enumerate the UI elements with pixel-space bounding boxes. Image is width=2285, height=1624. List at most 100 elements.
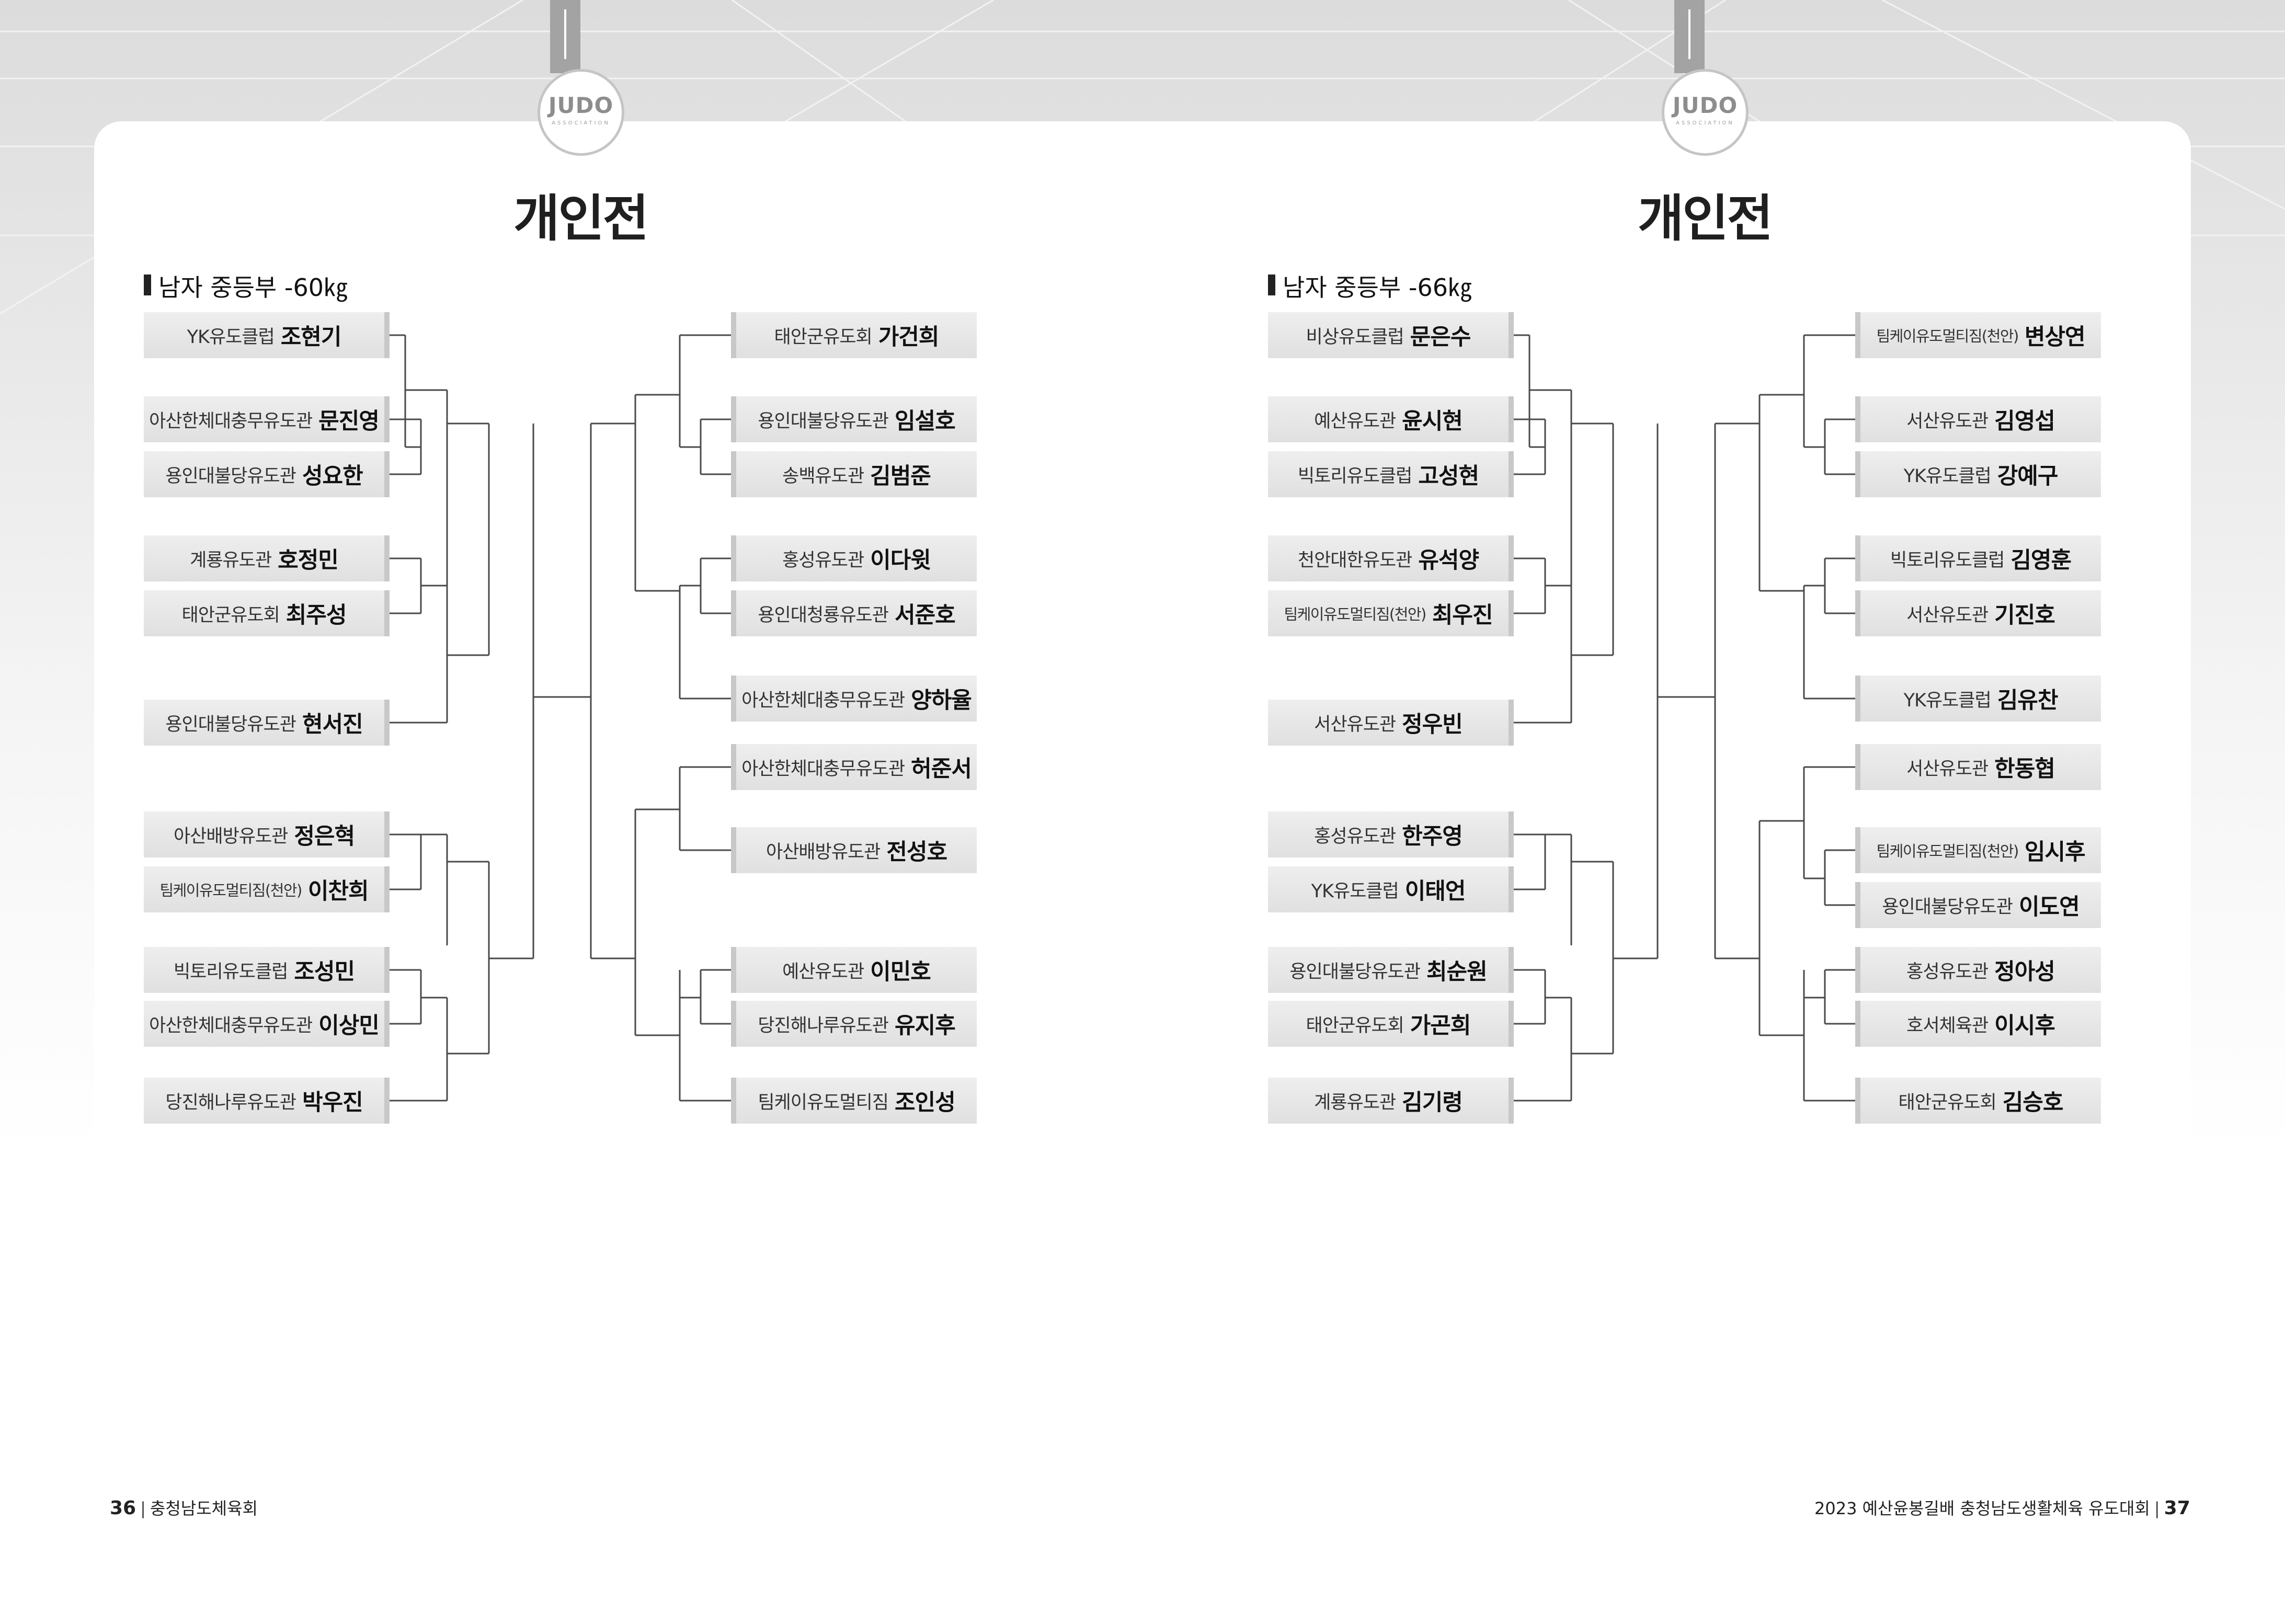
footer-event: 2023 예산윤봉길배 충청남도생활체육 유도대회 (1814, 1499, 2150, 1518)
club-name: 당진해나루유도관 (758, 1015, 889, 1036)
athlete-name: 정우빈 (1402, 712, 1463, 738)
club-name: 태안군유도회 (1898, 1092, 1997, 1113)
category-marker (144, 275, 151, 295)
club-name: 아산한체대충무유도관 (149, 1015, 313, 1036)
athlete-name: 문은수 (1410, 324, 1471, 350)
athlete-name: 조현기 (280, 324, 342, 350)
footer-separator: | (140, 1499, 146, 1518)
page-number: 36 (110, 1497, 136, 1519)
athlete-name: 박우진 (302, 1090, 363, 1116)
athlete-name: 이도연 (2018, 894, 2080, 920)
club-name: 서산유도관 (1906, 410, 1989, 432)
club-name: 홍성유도관 (782, 550, 864, 571)
athlete-name: 변상연 (2024, 324, 2086, 350)
club-name: 호서체육관 (1906, 1015, 1989, 1036)
tournament-bracket (1514, 334, 1855, 1102)
athlete-name: 전성호 (886, 839, 947, 865)
club-name: 천안대한유도관 (1297, 550, 1412, 571)
logo-sub-text: ASSOCIATION (1676, 120, 1734, 126)
athlete-name: 김유찬 (1997, 688, 2059, 714)
club-name: 서산유도관 (1314, 714, 1396, 735)
athlete-name: 정아성 (1994, 959, 2055, 985)
club-name: 용인대불당유도관 (1882, 896, 2013, 918)
club-name: 팀케이유도멀티짐(천안) (1284, 605, 1426, 623)
club-name: 팀케이유도멀티짐(천안) (1876, 842, 2019, 860)
logo-main-text: JUDO (1672, 93, 1738, 118)
athlete-name: 강예구 (1997, 463, 2059, 489)
club-name: 용인대불당유도관 (165, 714, 296, 735)
athlete-name: 서준호 (894, 602, 956, 628)
athlete-name: 김승호 (2002, 1090, 2064, 1116)
athlete-name: 유석양 (1418, 547, 1479, 574)
athlete-name: 한주영 (1402, 824, 1463, 850)
athlete-name: 김범준 (870, 463, 931, 489)
right-bracket-entry: 팀케이유도멀티짐(천안) 임시후 (1855, 827, 2101, 873)
judo-logo: JUDO ASSOCIATION (1662, 69, 1749, 156)
athlete-name: 이민호 (870, 959, 931, 985)
club-name: 예산유도관 (782, 961, 864, 982)
logo-main-text: JUDO (548, 93, 614, 118)
club-name: 빅토리유도클럽 (1297, 465, 1412, 487)
club-name: 용인대불당유도관 (1289, 961, 1421, 982)
athlete-name: 이찬희 (307, 878, 369, 905)
category-label: 남자 중등부 -66㎏ (1283, 273, 1472, 302)
club-name: 태안군유도회 (774, 326, 873, 348)
athlete-name: 임시후 (2024, 839, 2086, 865)
athlete-name: 김기령 (1402, 1090, 1463, 1116)
left-bracket-entry: 서산유도관 정우빈 (1268, 700, 1514, 746)
athlete-name: 이상민 (318, 1013, 380, 1039)
athlete-name: 임설호 (894, 408, 956, 434)
athlete-name: 최순원 (1426, 959, 1488, 985)
judo-logo: JUDO ASSOCIATION (538, 69, 624, 156)
athlete-name: 김영훈 (2010, 547, 2072, 574)
athlete-name: 문진영 (318, 408, 380, 434)
club-name: YK유도클럽 (187, 326, 275, 348)
athlete-name: 이태언 (1404, 878, 1466, 905)
club-name: 팀케이유도멀티짐 (758, 1092, 889, 1113)
club-name: 송백유도관 (782, 465, 864, 487)
page-title: 개인전 (1638, 189, 1773, 248)
left-bracket-entry: 천안대한유도관 유석양 (1268, 535, 1514, 581)
athlete-name: 이시후 (1994, 1013, 2055, 1039)
club-name: 아산배방유도관 (173, 826, 288, 847)
club-name: 용인대불당유도관 (165, 465, 296, 487)
category-marker (1268, 275, 1275, 295)
club-name: 용인대불당유도관 (758, 410, 889, 432)
club-name: 서산유도관 (1906, 604, 1989, 626)
club-name: YK유도클럽 (1903, 690, 1992, 711)
athlete-name: 조성민 (294, 959, 355, 985)
athlete-name: 최주성 (285, 602, 347, 628)
club-name: 예산유도관 (1314, 410, 1396, 432)
medal-strap (1674, 0, 1705, 73)
